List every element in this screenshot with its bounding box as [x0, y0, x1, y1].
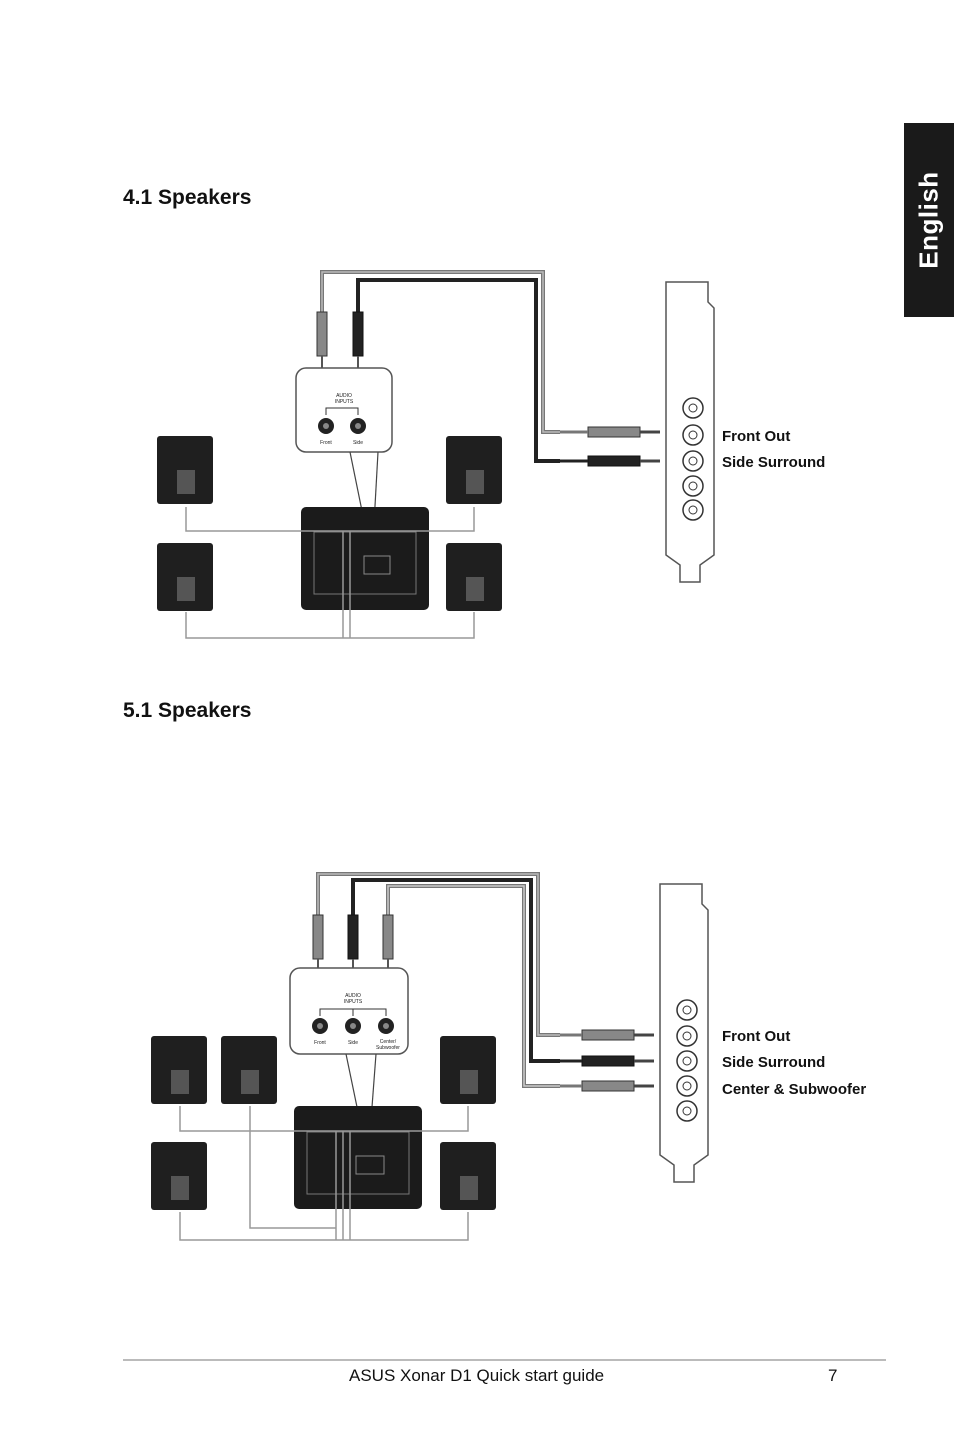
svg-text:INPUTS: INPUTS: [335, 399, 354, 405]
svg-text:AUDIO: AUDIO: [336, 393, 352, 399]
svg-text:Front: Front: [320, 440, 332, 446]
svg-text:Front: Front: [314, 1040, 326, 1046]
svg-text:Subwoofer: Subwoofer: [376, 1045, 400, 1051]
svg-text:Side: Side: [353, 440, 363, 446]
port-label-side-surround: Side Surround: [722, 454, 825, 471]
footer-divider: [123, 1359, 886, 1361]
section-heading-5-1: 5.1 Speakers: [123, 699, 252, 722]
language-label: English: [913, 171, 944, 269]
svg-text:Side: Side: [348, 1040, 358, 1046]
section-heading-4-1: 4.1 Speakers: [123, 186, 252, 209]
diagram-5-1-speakers: AUDIO INPUTS Front Side Center/ Subwoofe…: [151, 872, 866, 1241]
diagram-4-1-speakers: AUDIO INPUTS Front Side Front Out Side S…: [157, 270, 825, 639]
svg-text:AUDIO: AUDIO: [345, 993, 361, 999]
language-tab: English: [904, 123, 954, 317]
port-label-front-out: Front Out: [722, 428, 790, 445]
svg-text:Center/: Center/: [380, 1039, 397, 1045]
page-number: 7: [828, 1366, 838, 1385]
footer-title: ASUS Xonar D1 Quick start guide: [349, 1366, 605, 1385]
svg-text:INPUTS: INPUTS: [344, 999, 363, 1005]
port-label-side-surround-5-1: Side Surround: [722, 1054, 825, 1071]
port-label-center-subwoofer: Center & Subwoofer: [722, 1081, 866, 1098]
port-label-front-out-5-1: Front Out: [722, 1028, 790, 1045]
